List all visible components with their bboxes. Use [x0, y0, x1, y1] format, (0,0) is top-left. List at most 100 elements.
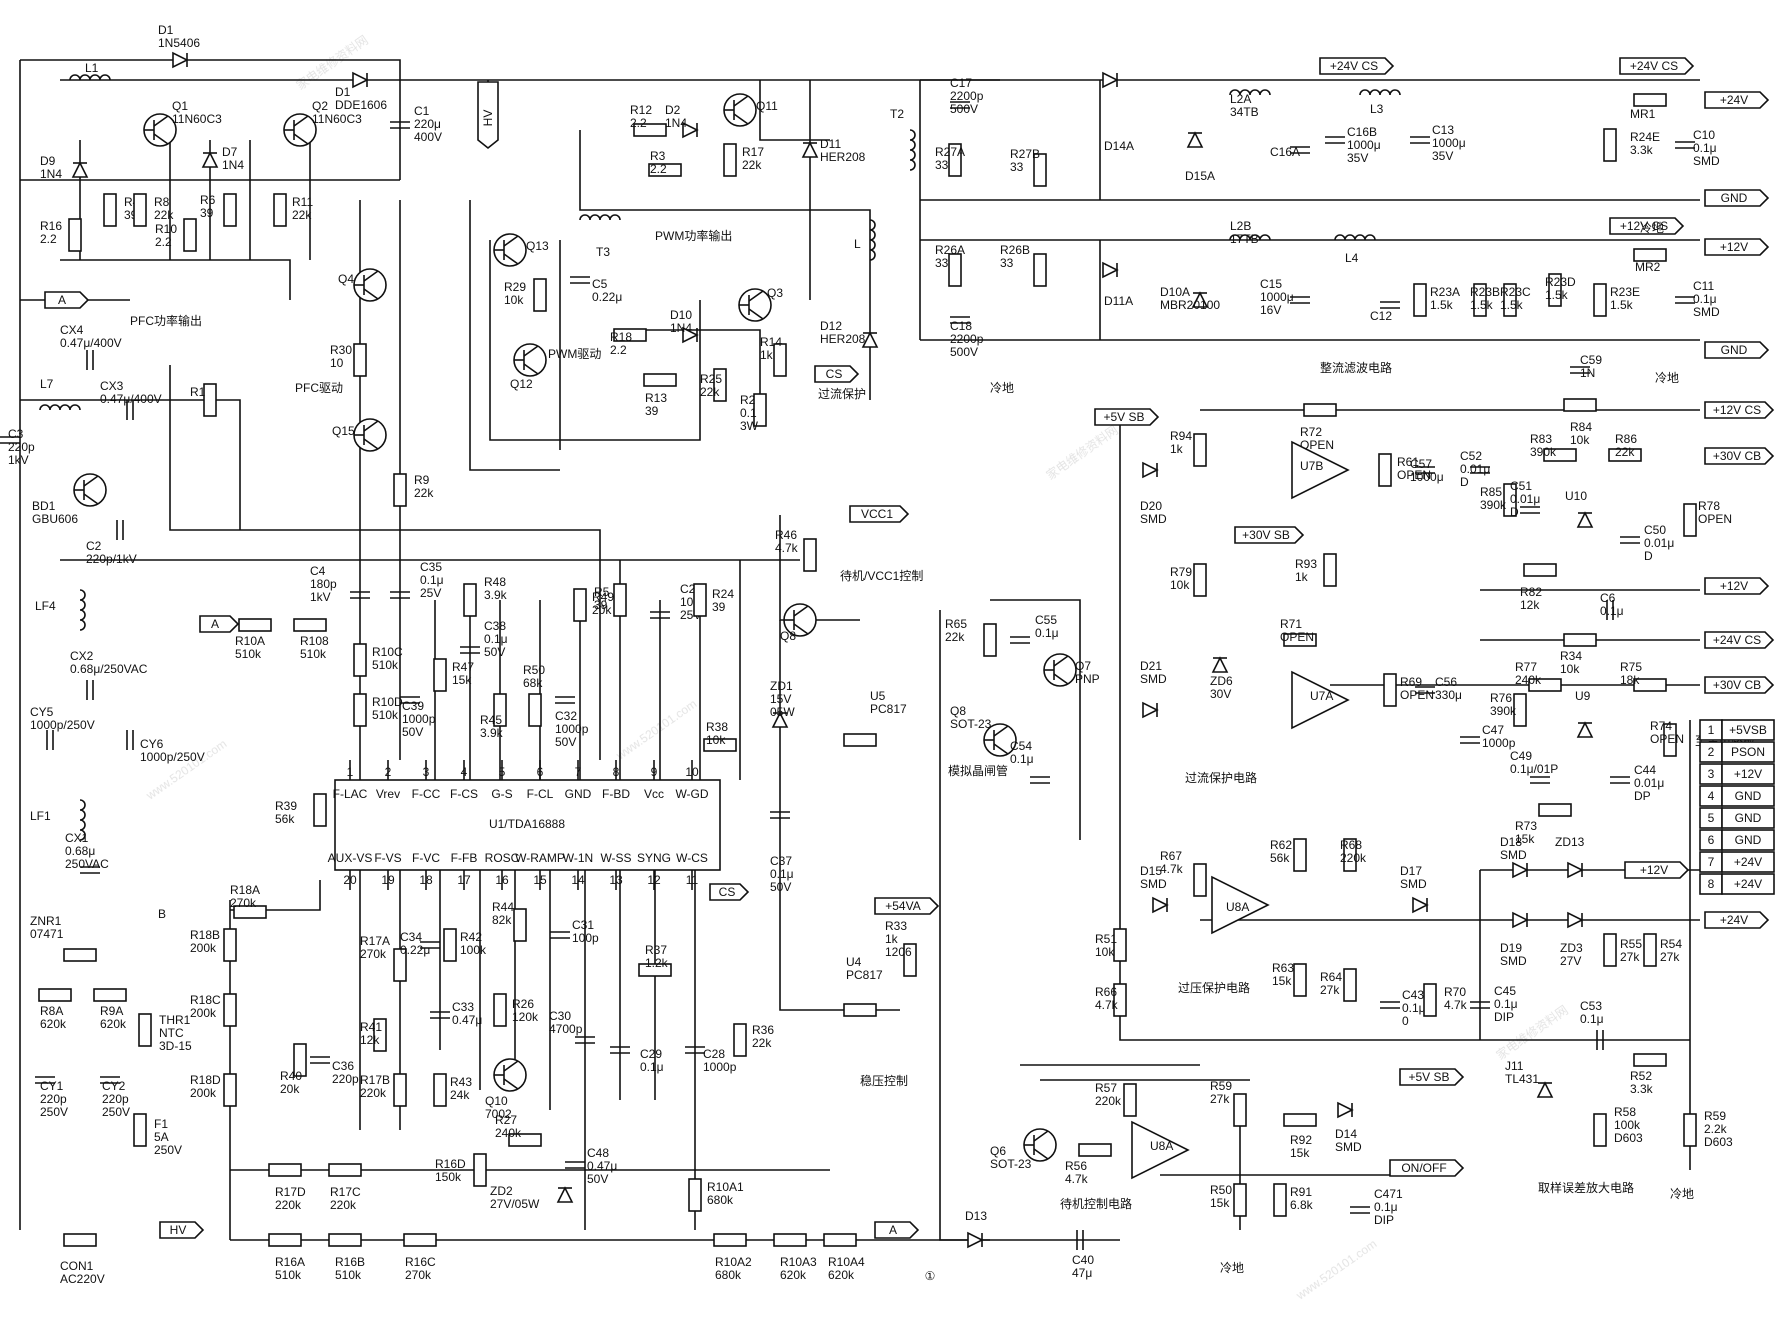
ic-pin-number: 13: [609, 873, 623, 887]
res-h-symbol: [1283, 1113, 1317, 1127]
component-label: LF4: [35, 599, 56, 613]
component-label: 510k: [372, 658, 399, 672]
res-h-symbol: [713, 1233, 747, 1247]
component-label: OPEN: [1698, 512, 1732, 526]
component-label: CY2: [102, 1079, 126, 1093]
component-label: R68: [1340, 838, 1362, 852]
res-v-symbol: [68, 218, 82, 252]
component-label: C10: [1693, 128, 1715, 142]
coil-h-symbol: [39, 404, 81, 411]
component-u7a: U7A: [1291, 671, 1349, 729]
component-t3: T3: [579, 214, 621, 259]
component-label: R59: [1704, 1109, 1726, 1123]
component-label: R17A: [360, 934, 390, 948]
component-label: 0.01μ: [1510, 492, 1540, 506]
cap-v-symbol: [1459, 736, 1481, 744]
component-label: D21: [1140, 659, 1162, 673]
component-label: SMD: [1500, 848, 1527, 862]
component-label: R59: [1210, 1079, 1232, 1093]
component-label: 50V: [555, 735, 576, 749]
component-label: Q8: [780, 629, 796, 643]
component-label: 620k: [100, 1017, 127, 1031]
component-label: C53: [1580, 999, 1602, 1013]
res-h-symbol: [238, 618, 272, 632]
component-label: 250V: [154, 1143, 182, 1157]
ic-pin-number: 4: [461, 765, 468, 779]
label-cold-ground-3: 冷地: [1655, 371, 1679, 385]
component-label: C16B: [1347, 125, 1377, 139]
component-label: R75: [1620, 660, 1642, 674]
watermark-text: 家电维修资料网: [1043, 422, 1120, 482]
component-label: 22k: [414, 486, 434, 500]
component-label: R79: [1170, 565, 1192, 579]
cap-v-symbol: [1349, 1206, 1371, 1214]
cs-tag-ic: CS: [709, 883, 750, 901]
component-label: 180p: [310, 577, 337, 591]
v12cs-tag-b: +12V CS: [1704, 401, 1775, 419]
component-label: U9: [1575, 689, 1591, 703]
component-l4: L4: [1334, 234, 1376, 265]
component-label: 50V: [484, 645, 505, 659]
component-label: Q11: [756, 99, 778, 113]
label-pwm-drive: PWM驱动: [548, 347, 601, 361]
component-label: R77: [1515, 660, 1537, 674]
ic-pin-number: 5: [499, 765, 506, 779]
dio-h-symbol: [967, 1232, 983, 1248]
svg-text:+12V: +12V: [1720, 240, 1748, 254]
component-label: R70: [1444, 985, 1466, 999]
component-label: R10A4: [828, 1255, 865, 1269]
component-label: C18: [950, 319, 972, 333]
res-h-symbol: [1523, 563, 1557, 577]
component-label: 33: [935, 256, 949, 270]
component-label: 39: [200, 206, 214, 220]
component-label: 0.47μ: [452, 1013, 482, 1027]
ic-pin-number: 3: [423, 765, 430, 779]
component-label: 100k: [1614, 1118, 1641, 1132]
component-label: 390k: [1480, 498, 1507, 512]
component-label: D: [1644, 549, 1653, 563]
component-label: 1.2k: [645, 956, 669, 970]
component-label: 39: [594, 598, 608, 612]
component-label: C2: [86, 539, 102, 553]
component-label: 50V: [402, 725, 423, 739]
res-v-symbol: [693, 583, 707, 617]
ic-pin-name: GND: [565, 787, 592, 801]
component-label: R25: [700, 372, 722, 386]
coil-h-symbol: [1359, 89, 1401, 96]
dio-v-symbol: [557, 1187, 573, 1203]
component-label: MR2: [1635, 260, 1661, 274]
component-label: 2.2: [650, 162, 667, 176]
component-label: TL431: [1505, 1072, 1539, 1086]
component-label: C39: [402, 699, 424, 713]
res-v-symbol: [1033, 253, 1047, 287]
component-label: R76: [1490, 691, 1512, 705]
v5sb-tag-top: +5V SB: [1094, 408, 1160, 426]
component-label: OPEN: [1650, 732, 1684, 746]
component-label: 1N4: [665, 116, 687, 130]
a-tag-left: A: [44, 291, 90, 309]
res-v-symbol: [103, 193, 117, 227]
